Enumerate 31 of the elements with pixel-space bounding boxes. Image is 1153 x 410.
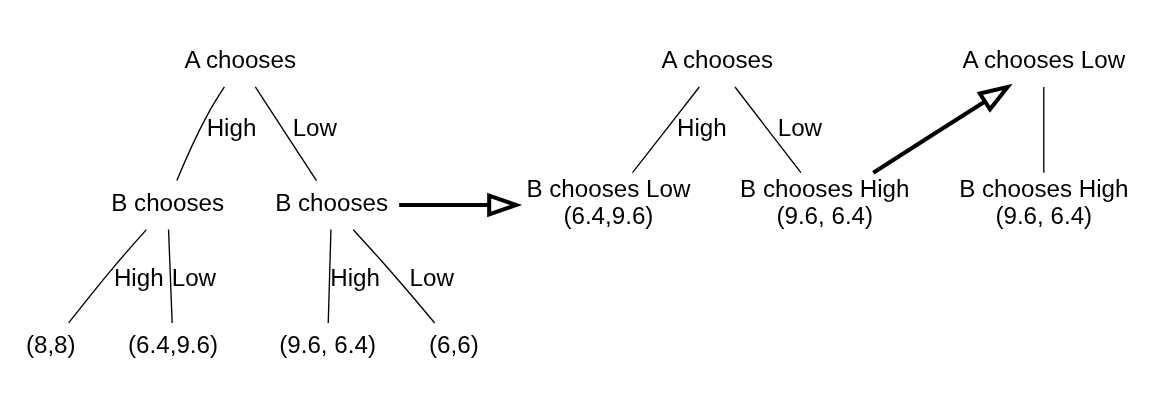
connector bbox=[352, 229, 436, 324]
connector bbox=[631, 86, 700, 174]
node-text: A chooses bbox=[661, 46, 774, 74]
node-text: A chooses bbox=[184, 46, 296, 74]
node-text: (9.6, 6.4) bbox=[279, 331, 376, 359]
edge-label: High bbox=[113, 264, 164, 292]
node-text: B chooses High (9.6, 6.4) bbox=[740, 175, 910, 230]
edge-label: High bbox=[330, 264, 380, 292]
arrow bbox=[399, 192, 523, 218]
edge-label: High bbox=[206, 113, 257, 141]
connector bbox=[1043, 86, 1045, 174]
edge-label: Low bbox=[171, 264, 217, 292]
connector bbox=[254, 86, 318, 182]
edge-label: Low bbox=[292, 113, 337, 141]
node-text: B chooses bbox=[275, 188, 389, 216]
edge-label: High bbox=[676, 113, 727, 141]
node-text: (6.4,9.6) bbox=[128, 331, 219, 359]
connector bbox=[167, 228, 173, 324]
node-text: A chooses Low bbox=[962, 46, 1126, 74]
node-text: (8,8) bbox=[25, 331, 76, 359]
connector bbox=[734, 86, 802, 174]
arrow bbox=[872, 83, 1013, 175]
edge-label: Low bbox=[409, 264, 454, 292]
node-text: B chooses High (9.6, 6.4) bbox=[959, 175, 1129, 230]
node-text: (6,6) bbox=[429, 331, 479, 359]
connector bbox=[68, 228, 148, 324]
connector bbox=[176, 86, 226, 182]
connector bbox=[327, 228, 332, 324]
node-text: B chooses Low (6.4,9.6) bbox=[526, 175, 691, 230]
edge-label: Low bbox=[777, 113, 823, 141]
node-text: B chooses bbox=[111, 188, 225, 216]
